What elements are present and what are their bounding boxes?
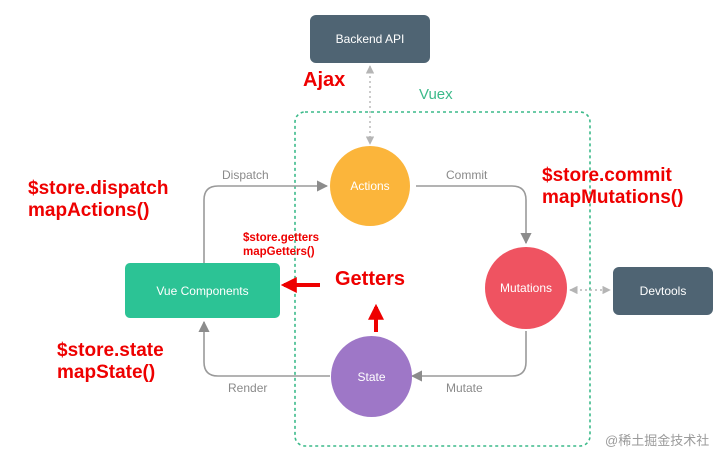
watermark: @稀土掘金技术社 bbox=[605, 433, 710, 448]
vuex-container bbox=[294, 111, 591, 447]
devtools-node: Devtools bbox=[613, 267, 713, 315]
vuex-group-label: Vuex bbox=[419, 86, 453, 103]
state-node: State bbox=[331, 336, 412, 417]
state-annotation-line2: mapState() bbox=[57, 362, 156, 383]
commit-arrow bbox=[416, 185, 532, 245]
getters-annotation: Getters bbox=[335, 268, 406, 290]
commit-annotation-line1: $store.commit bbox=[542, 165, 672, 186]
commit-annotation: $store.commit mapMutations() bbox=[542, 165, 683, 209]
commit-annotation-line2: mapMutations() bbox=[542, 187, 684, 208]
state-annotation: $store.state mapState() bbox=[57, 340, 164, 384]
mutations-node: Mutations bbox=[485, 247, 567, 329]
render-arrow bbox=[198, 320, 330, 377]
render-label: Render bbox=[228, 381, 268, 395]
vue-components-node: Vue Components bbox=[125, 263, 280, 318]
mutate-arrow bbox=[410, 331, 527, 382]
dispatch-arrow bbox=[203, 180, 329, 263]
dispatch-annotation-line2: mapActions() bbox=[28, 200, 150, 221]
dispatch-annotation-line1: $store.dispatch bbox=[28, 178, 169, 199]
state-annotation-line1: $store.state bbox=[57, 340, 164, 361]
backend-api-node: Backend API bbox=[310, 15, 430, 63]
ajax-annotation: Ajax bbox=[303, 69, 346, 91]
dispatch-label: Dispatch bbox=[222, 168, 269, 182]
actions-node: Actions bbox=[330, 146, 410, 226]
getters-annotation-line1: $store.getters bbox=[243, 232, 320, 244]
dispatch-annotation: $store.dispatch mapActions() bbox=[28, 178, 168, 222]
commit-label: Commit bbox=[446, 168, 488, 182]
getters-annotation-line2: mapGetters() bbox=[243, 246, 315, 258]
getters-api-annotation: $store.getters mapGetters() bbox=[243, 231, 319, 259]
mutate-label: Mutate bbox=[446, 381, 483, 395]
